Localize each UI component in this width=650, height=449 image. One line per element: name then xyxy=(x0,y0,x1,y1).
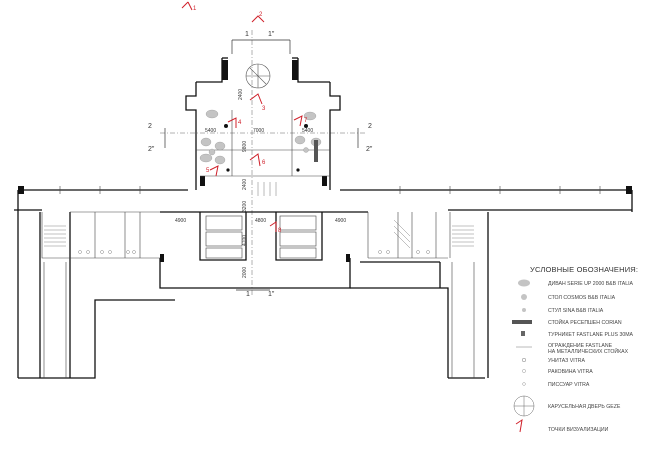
viewpoint-8: 8 xyxy=(278,228,282,234)
reception-desk xyxy=(314,140,318,162)
dim-5400-left: 5400 xyxy=(205,128,216,134)
chair-symbol-icon xyxy=(522,308,526,312)
interior-partitions xyxy=(41,110,601,378)
legend-title: УСЛОВНЫЕ ОБОЗНАЧЕНИЯ: xyxy=(530,265,638,274)
section-markers xyxy=(164,39,359,291)
urinal-symbol-icon xyxy=(522,382,526,386)
section-label-right-2p: 2" xyxy=(366,146,373,153)
legend-item-fence: ОГРАЖДЕНИЕ FASTLANE xyxy=(548,343,613,349)
legend-item-chair: СТУЛ SINA B&B ITALIA xyxy=(548,308,604,314)
dimension-labels: 2400 5400 7000 5400 9800 2400 3200 4900 … xyxy=(175,89,346,278)
structural-columns xyxy=(18,60,632,262)
legend-item-revolving-door: КАРУСЕЛЬНАЯ ДВЕРЬ GEZE xyxy=(548,404,621,410)
dim-4800: 4800 xyxy=(255,218,266,224)
legend-item-turnstile: ТУРНИКЕТ FASTLANE PLUS 30MA xyxy=(548,332,634,338)
section-label-bottom-1: 1 xyxy=(246,291,250,298)
lobby-dots xyxy=(224,124,308,172)
legend-item-sofa: ДИВАН SERIE UP 2000 B&B ITALIA xyxy=(548,281,634,287)
section-label-left-2: 2 xyxy=(148,123,152,130)
section-label-right-2: 2 xyxy=(368,123,372,130)
viewpoint-7: 7 xyxy=(304,118,308,124)
turnstiles xyxy=(257,182,277,196)
legend-item-sink: РАКОВИНА VITRA xyxy=(548,369,593,375)
wc-fixtures xyxy=(78,250,430,254)
dim-2400-top: 2400 xyxy=(238,89,244,100)
dim-7000: 7000 xyxy=(253,128,264,134)
legend-item-reception: СТОЙКА РЕСЕПШЕН CORIAN xyxy=(548,318,622,326)
dim-2000: 2000 xyxy=(242,267,248,278)
viewpoint-4: 4 xyxy=(238,120,242,126)
legend-item-toilet: УНИТАЗ VITRA xyxy=(548,358,586,364)
dim-3200: 3200 xyxy=(242,201,248,212)
dim-9800: 9800 xyxy=(242,141,248,152)
legend: УСЛОВНЫЕ ОБОЗНАЧЕНИЯ: ДИВАН SERIE UP 200… xyxy=(512,265,638,433)
sofa-symbol-icon xyxy=(518,279,530,287)
viewpoint-6: 6 xyxy=(262,160,266,166)
section-label-top-1p: 1" xyxy=(268,31,275,38)
dim-4900-left: 4900 xyxy=(175,218,186,224)
section-label-left-2p: 2" xyxy=(148,146,155,153)
dim-4900-right: 4900 xyxy=(335,218,346,224)
viewpoint-markers xyxy=(181,1,523,433)
building-walls xyxy=(14,57,633,379)
stairs xyxy=(44,219,474,249)
turnstile-symbol-icon xyxy=(521,331,525,336)
table-symbol-icon xyxy=(521,294,527,300)
viewpoint-5: 5 xyxy=(206,168,210,174)
section-label-top-1: 1 xyxy=(245,31,249,38)
legend-item-urinal: ПИССУАР VITRA xyxy=(548,382,590,388)
section-lines xyxy=(160,30,365,296)
section-label-bottom-1p: 1" xyxy=(268,291,275,298)
legend-item-table: СТОЛ COSMOS B&B ITALIA xyxy=(548,295,616,301)
viewpoint-1: 1 xyxy=(193,6,197,12)
toilet-symbol-icon xyxy=(521,357,527,363)
revolving-door-symbol-icon xyxy=(513,395,535,417)
reception-symbol-icon xyxy=(512,320,532,324)
dim-4700: 4700 xyxy=(242,235,248,246)
viewpoint-3: 3 xyxy=(262,106,266,112)
legend-item-fence-line2: НА МЕТАЛЛИЧЕСКИХ СТОЙКАХ xyxy=(548,347,629,355)
revolving-door-top xyxy=(245,63,271,89)
lobby-furniture xyxy=(199,109,322,165)
dim-5400-right: 5400 xyxy=(302,128,313,134)
dim-2400-v: 2400 xyxy=(242,179,248,190)
viewpoint-2: 2 xyxy=(259,12,263,18)
sink-symbol-icon xyxy=(522,369,526,373)
legend-item-viewpoints: ТОЧКИ ВИЗУАЛИЗАЦИИ xyxy=(548,427,609,433)
